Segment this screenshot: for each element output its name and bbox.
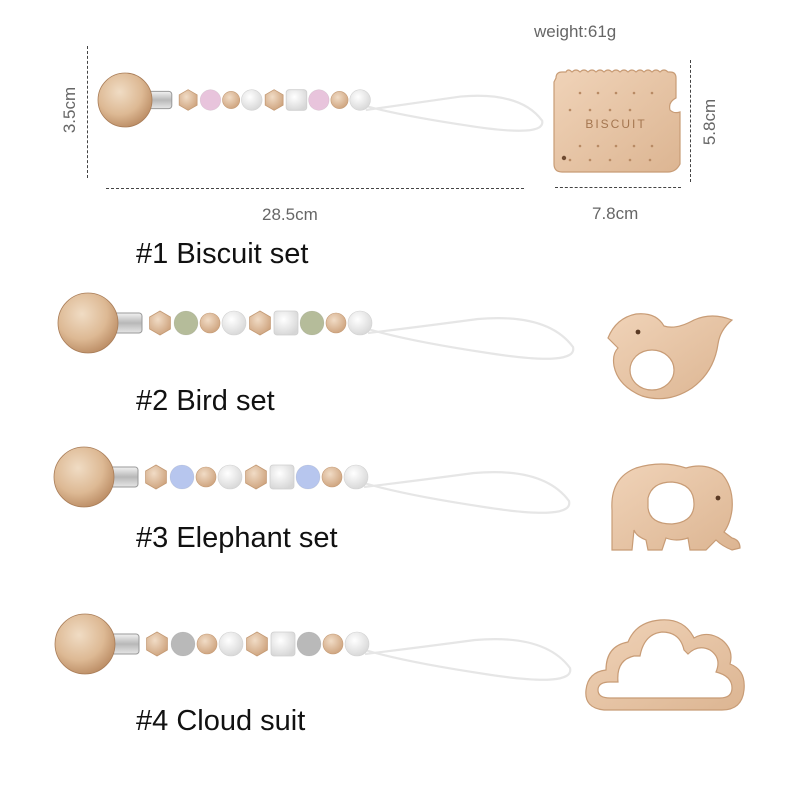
wood-bead [322,633,344,655]
wood-bead [321,466,343,488]
hex-wood-bead [178,89,198,111]
wooden-clip-ball [97,72,153,128]
marble-cube-bead [273,310,299,336]
accent-bead [173,310,199,336]
biscuit-width-label: 7.8cm [592,204,639,223]
marble-cube-bead [270,631,296,657]
marble-bead [241,89,263,111]
wood-bead [199,312,221,334]
hex-wood-bead [145,464,167,490]
marble-bead [218,631,244,657]
length-dimension-line [106,188,524,189]
cord-loop [367,317,575,360]
marble-bead [347,310,373,336]
hex-wood-bead [146,631,168,657]
accent-bead [299,310,325,336]
bird-teether-image [607,313,734,400]
accent-bead [169,464,195,490]
marble-bead [221,310,247,336]
marble-bead [217,464,243,490]
biscuit-teether-image: BISCUIT [553,69,681,173]
wooden-clip-ball [57,292,119,354]
set-title-cloud: #4 Cloud suit [136,705,306,737]
hex-wood-bead [246,631,268,657]
set-title-elephant: #3 Elephant set [136,522,338,554]
marble-cube-bead [269,464,295,490]
weight-label: weight:61g [534,22,617,41]
marble-bead [349,89,371,111]
cord-loop [364,638,572,681]
length-label: 28.5cm [262,205,318,224]
hex-wood-bead [245,464,267,490]
elephant-teether-image [611,463,741,551]
set-title-bird: #2 Bird set [136,385,275,417]
marble-bead [343,464,369,490]
wood-bead [330,91,349,109]
hex-wood-bead [149,310,171,336]
hex-wood-bead [264,89,284,111]
biscuit-width-line [555,187,681,188]
accent-bead [170,631,196,657]
marble-cube-bead [285,89,308,111]
wooden-clip-ball [54,613,116,675]
wooden-clip-ball [53,446,115,508]
cord-loop [365,94,544,132]
height-dimension-line [87,46,88,178]
hex-wood-bead [249,310,271,336]
wood-bead [196,633,218,655]
biscuit-height-line [690,60,691,182]
wood-bead [222,91,241,109]
marble-bead [344,631,370,657]
biscuit-embossed-text: BISCUIT [585,117,646,131]
accent-bead [308,89,330,111]
cloud-teether-image [585,619,745,711]
accent-bead [295,464,321,490]
cord-loop [363,471,571,514]
accent-bead [199,89,222,111]
accent-bead [296,631,322,657]
wood-bead [195,466,217,488]
set-title-biscuit: #1 Biscuit set [136,238,309,270]
wood-bead [325,312,347,334]
